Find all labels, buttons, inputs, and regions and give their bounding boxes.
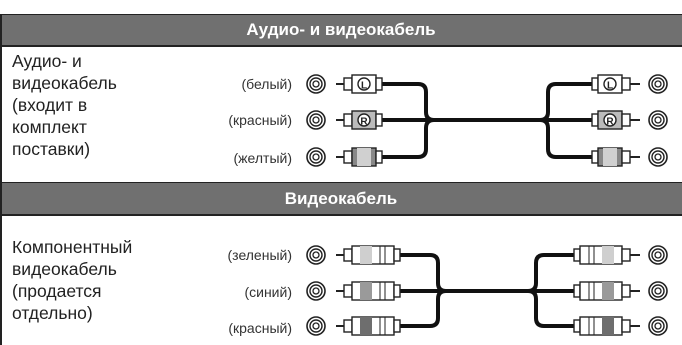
jack-icon	[648, 245, 668, 265]
jack-icon	[306, 147, 326, 167]
plug-marker-l: L	[607, 81, 613, 92]
section1-desc-line: (входит в	[12, 95, 88, 115]
component-plug-blue-right	[573, 281, 640, 301]
rca-plug-white-right: L	[591, 74, 640, 94]
section2-desc-line: отдельно)	[12, 303, 93, 323]
plug-color-label-yellow: (желтый)	[233, 150, 292, 166]
av-cable-wires	[380, 82, 595, 159]
jack-icon	[306, 74, 326, 94]
plug-color-label-red: (красный)	[228, 112, 292, 128]
section2-header: Видеокабель	[0, 183, 682, 214]
jack-icon	[306, 281, 326, 301]
component-plug-blue-left	[336, 281, 401, 301]
rca-plug-yellow-right	[591, 147, 640, 167]
rca-plug-white-left: L	[336, 74, 383, 94]
section2-header-border	[0, 214, 682, 216]
rca-plug-red-left: R	[336, 110, 383, 130]
rca-plug-yellow-left	[336, 147, 383, 167]
section1-desc-line: поставки)	[12, 139, 91, 159]
component-plug-red-left	[336, 316, 401, 336]
section1-desc-line: комплект	[12, 117, 87, 137]
section2-desc-line: видеокабель	[12, 259, 117, 279]
jack-icon	[648, 316, 668, 336]
component-cable-wires	[400, 253, 575, 328]
jack-icon	[648, 147, 668, 167]
jack-icon	[306, 110, 326, 130]
plug-marker-r: R	[360, 117, 368, 128]
plug-marker-r: R	[606, 117, 614, 128]
section1-description: Аудио- и видеокабель (входит в комплект …	[12, 50, 117, 160]
plug-color-label-white: (белый)	[241, 76, 292, 92]
section1-header: Аудио- и видеокабель	[0, 15, 682, 45]
jack-icon	[648, 74, 668, 94]
jack-icon	[306, 316, 326, 336]
jack-icon	[306, 245, 326, 265]
plug-color-label-blue: (синий)	[244, 284, 292, 300]
plug-marker-l: L	[361, 81, 367, 92]
component-plug-green-left	[336, 245, 401, 265]
jack-icon	[648, 281, 668, 301]
rca-plug-red-right: R	[591, 110, 640, 130]
section2-desc-line: Компонентный	[12, 237, 133, 257]
section2-desc-line: (продается	[12, 281, 102, 301]
section2-description: Компонентный видеокабель (продается отде…	[12, 236, 132, 324]
component-plug-green-right	[573, 245, 640, 265]
jack-icon	[648, 110, 668, 130]
left-border	[0, 14, 2, 345]
section1-desc-line: Аудио- и	[12, 51, 82, 71]
section1-header-border	[0, 45, 682, 47]
section1-desc-line: видеокабель	[12, 73, 117, 93]
plug-color-label-green: (зеленый)	[227, 247, 292, 263]
plug-color-label-red-2: (красный)	[228, 320, 292, 336]
component-plug-red-right	[573, 316, 640, 336]
